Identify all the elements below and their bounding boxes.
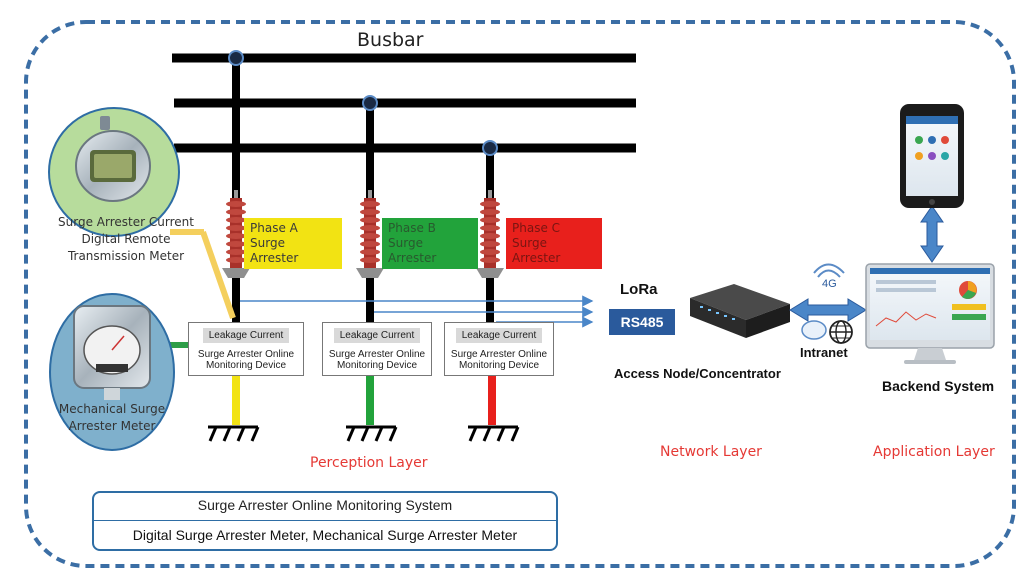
phase-a-label: Phase A Surge Arrester bbox=[244, 218, 342, 269]
ground-leads bbox=[232, 374, 496, 425]
network-backend-arrow bbox=[789, 298, 867, 322]
smartphone-image bbox=[900, 104, 964, 208]
system-summary-box: Surge Arrester Online Monitoring System … bbox=[92, 491, 558, 551]
mechanical-meter-image bbox=[49, 293, 175, 451]
arrester-a bbox=[222, 190, 250, 278]
backend-system-label: Backend System bbox=[882, 378, 995, 394]
phase-b-label: Phase B Surge Arrester bbox=[382, 218, 478, 269]
digital-meter-image bbox=[48, 107, 180, 237]
ground-symbols bbox=[208, 425, 520, 442]
device-name: Surge Arrester Online Monitoring Device bbox=[328, 349, 426, 371]
busbar-label: Busbar bbox=[357, 29, 424, 51]
perception-layer-label: Perception Layer bbox=[310, 455, 428, 471]
lora-label: LoRa bbox=[620, 281, 658, 298]
system-subtitle: Digital Surge Arrester Meter, Mechanical… bbox=[132, 527, 518, 543]
device-name: Surge Arrester Online Monitoring Device bbox=[197, 349, 295, 371]
signal-lines bbox=[240, 295, 594, 328]
leakage-current-label: Leakage Current bbox=[455, 328, 543, 343]
backend-monitor-image bbox=[865, 263, 995, 364]
rs485-badge: RS485 bbox=[609, 309, 675, 335]
monitoring-device-b: Leakage Current Surge Arrester Online Mo… bbox=[322, 322, 432, 376]
outer-frame bbox=[24, 20, 1016, 568]
concentrator-label: Access Node/Concentrator bbox=[614, 366, 781, 381]
concentrator-image bbox=[690, 284, 790, 338]
phone-backend-arrow bbox=[920, 205, 944, 263]
fourg-label: 4G bbox=[822, 278, 837, 290]
monitoring-device-a: Leakage Current Surge Arrester Online Mo… bbox=[188, 322, 304, 376]
leakage-current-label: Leakage Current bbox=[202, 328, 290, 343]
digital-meter-lead-diag bbox=[200, 231, 236, 319]
summary-divider bbox=[94, 520, 556, 521]
digital-meter-label: Surge Arrester Current Digital Remote Tr… bbox=[58, 215, 194, 263]
mechanical-meter-label: Mechanical Surge Arrester Meter bbox=[58, 402, 166, 433]
busbar-nodes bbox=[228, 50, 498, 156]
device-name: Surge Arrester Online Monitoring Device bbox=[450, 349, 548, 371]
network-layer-label: Network Layer bbox=[660, 444, 762, 460]
monitoring-device-c: Leakage Current Surge Arrester Online Mo… bbox=[444, 322, 554, 376]
intranet-icon bbox=[801, 320, 853, 344]
intranet-label: Intranet bbox=[800, 345, 848, 360]
phase-c-label: Phase C Surge Arrester bbox=[506, 218, 602, 269]
arrester-c bbox=[476, 190, 504, 278]
system-title: Surge Arrester Online Monitoring System bbox=[197, 497, 453, 513]
fourg-signal-icon bbox=[813, 263, 845, 278]
leakage-current-label: Leakage Current bbox=[333, 328, 421, 343]
application-layer-label: Application Layer bbox=[873, 444, 995, 460]
busbar-lines bbox=[172, 53, 636, 153]
arrester-b bbox=[356, 190, 384, 278]
phase-drop-lines bbox=[232, 58, 494, 322]
